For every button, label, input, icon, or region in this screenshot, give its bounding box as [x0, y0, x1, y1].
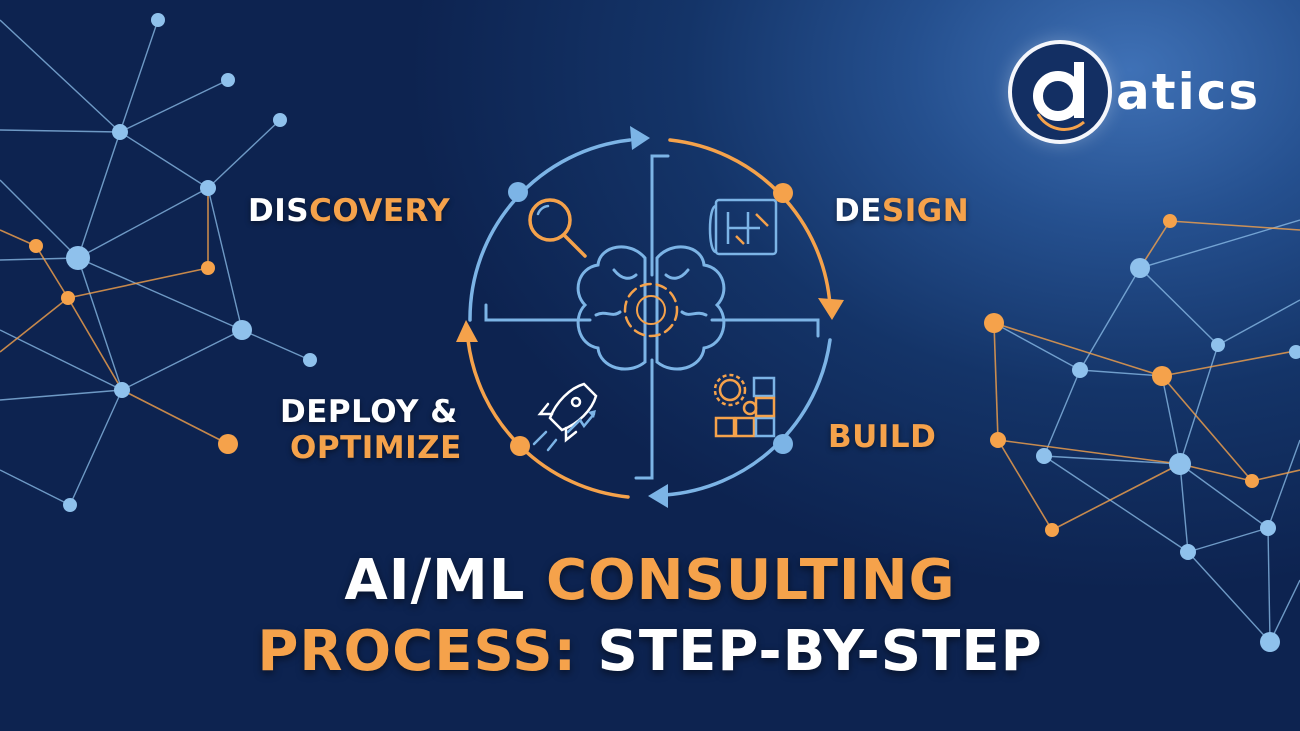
arc-design — [668, 138, 832, 307]
arrow-deploy — [456, 320, 478, 342]
datics-logo[interactable]: d atics — [1008, 40, 1260, 144]
design-part2: SIGN — [881, 193, 970, 229]
discovery-part1: DIS — [248, 193, 310, 229]
arc-deploy — [466, 338, 630, 499]
arrow-design — [818, 298, 844, 320]
headline-step-by-step: STEP-BY-STEP — [597, 619, 1043, 684]
headline-process: PROCESS: — [257, 619, 578, 684]
discovery-part2: COVERY — [309, 193, 451, 229]
headline-consulting: CONSULTING — [545, 548, 956, 613]
headline-ai-ml: AI/ML — [344, 548, 526, 613]
design-part1: DE — [834, 193, 882, 229]
brain-icon — [576, 245, 726, 371]
headline-line2: PROCESS: STEP-BY-STEP — [0, 624, 1300, 680]
blueprint-icon — [708, 198, 778, 256]
network-graph-left — [0, 13, 317, 512]
stage-deploy-label: DEPLOY & OPTIMIZE — [280, 394, 462, 466]
arrow-discovery — [630, 126, 650, 150]
magnifier-icon — [528, 198, 587, 258]
logo-text: atics — [1116, 63, 1261, 121]
deploy-line1: DEPLOY & — [280, 394, 458, 430]
logo-badge: d — [1008, 40, 1112, 144]
arrow-build — [648, 484, 668, 508]
deploy-line2: OPTIMIZE — [290, 429, 462, 466]
arc-discovery — [468, 138, 632, 322]
rocket-icon — [532, 382, 598, 452]
build-text: BUILD — [828, 419, 937, 455]
stage-build-label: BUILD — [828, 419, 937, 456]
gears-blocks-icon — [713, 373, 776, 438]
stage-design-label: DESIGN — [834, 193, 970, 230]
headline-line1: AI/ML CONSULTING — [0, 553, 1300, 609]
stage-discovery-label: DISCOVERY — [248, 193, 451, 230]
